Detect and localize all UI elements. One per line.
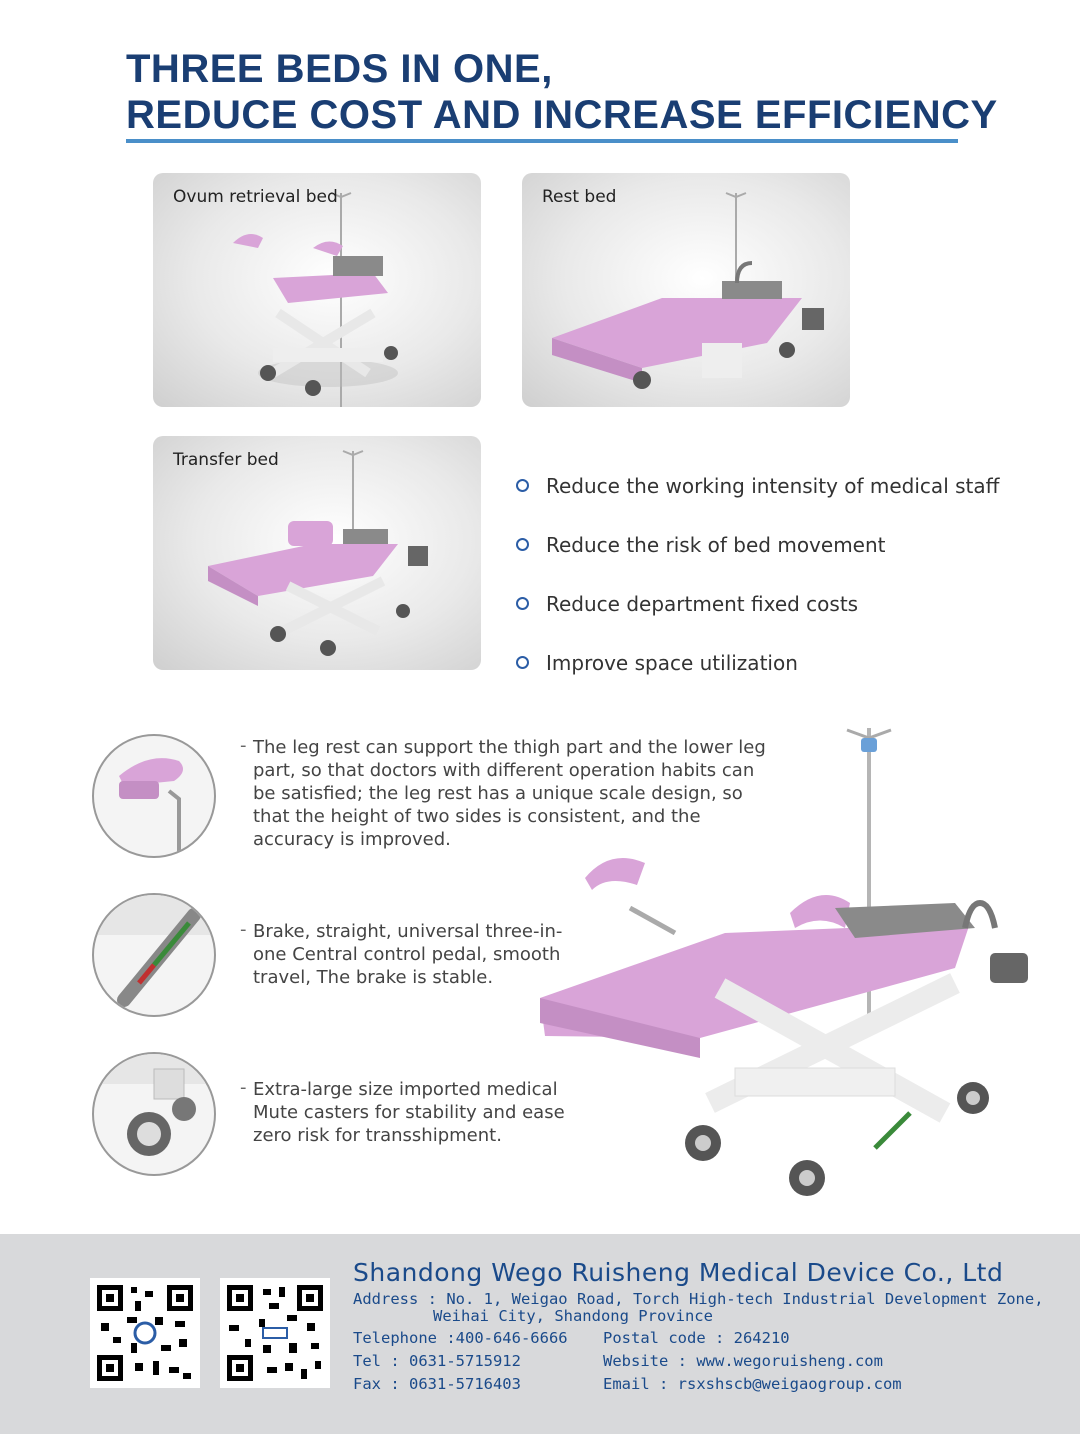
qr-code-icon bbox=[95, 1283, 195, 1383]
website-link[interactable]: Website : www.wegoruisheng.com bbox=[603, 1352, 883, 1370]
caster-detail-image bbox=[92, 1052, 216, 1176]
circle-bullet-icon bbox=[516, 538, 529, 551]
card-label: Ovum retrieval bed bbox=[173, 187, 338, 207]
company-name: Shandong Wego Ruisheng Medical Device Co… bbox=[353, 1258, 1004, 1287]
circle-bullet-icon bbox=[516, 479, 529, 492]
brake-pedal-detail-image bbox=[92, 893, 216, 1017]
ovum-retrieval-bed-image bbox=[233, 192, 398, 407]
leg-rest-detail-image bbox=[92, 734, 216, 858]
qr-code-1[interactable] bbox=[90, 1278, 200, 1388]
benefits-list: Reduce the working intensity of medical … bbox=[516, 456, 999, 692]
card-ovum-retrieval-bed: Ovum retrieval bed bbox=[153, 173, 481, 407]
circle-bullet-icon bbox=[516, 656, 529, 669]
feature-leg-rest: - The leg rest can support the thigh par… bbox=[240, 735, 766, 850]
telephone: Telephone :400-646-6666 bbox=[353, 1329, 568, 1347]
rest-bed-image bbox=[552, 192, 824, 389]
qr-code-2[interactable] bbox=[220, 1278, 330, 1388]
postal-code: Postal code : 264210 bbox=[603, 1329, 790, 1347]
address-line-2: Weihai City, Shandong Province bbox=[433, 1307, 713, 1325]
email-link[interactable]: Email : rsxshscb@weigaogroup.com bbox=[603, 1375, 902, 1393]
title-line-1: THREE BEDS IN ONE, bbox=[126, 47, 553, 91]
benefit-item: Reduce the working intensity of medical … bbox=[516, 456, 999, 515]
feature-casters: - Extra-large size imported medical Mute… bbox=[240, 1077, 565, 1146]
qr-code-icon bbox=[225, 1283, 325, 1383]
benefit-item: Reduce department fixed costs bbox=[516, 574, 999, 633]
title-underline bbox=[126, 139, 958, 143]
card-label: Transfer bed bbox=[173, 450, 279, 470]
card-transfer-bed: Transfer bed bbox=[153, 436, 481, 670]
benefit-item: Improve space utilization bbox=[516, 633, 999, 692]
main-bed-image bbox=[540, 728, 1028, 1196]
card-rest-bed: Rest bed bbox=[522, 173, 850, 407]
card-label: Rest bed bbox=[542, 187, 617, 207]
page-title: THREE BEDS IN ONE, REDUCE COST AND INCRE… bbox=[126, 46, 998, 138]
circle-bullet-icon bbox=[516, 597, 529, 610]
title-line-2: REDUCE COST AND INCREASE EFFICIENCY bbox=[126, 93, 998, 137]
transfer-bed-image bbox=[208, 450, 428, 656]
benefit-item: Reduce the risk of bed movement bbox=[516, 515, 999, 574]
tel: Tel : 0631-5715912 bbox=[353, 1352, 521, 1370]
address-line-1: Address : No. 1, Weigao Road, Torch High… bbox=[353, 1290, 1044, 1308]
fax: Fax : 0631-5716403 bbox=[353, 1375, 521, 1393]
feature-brake-pedal: - Brake, straight, universal three-in-on… bbox=[240, 919, 563, 988]
